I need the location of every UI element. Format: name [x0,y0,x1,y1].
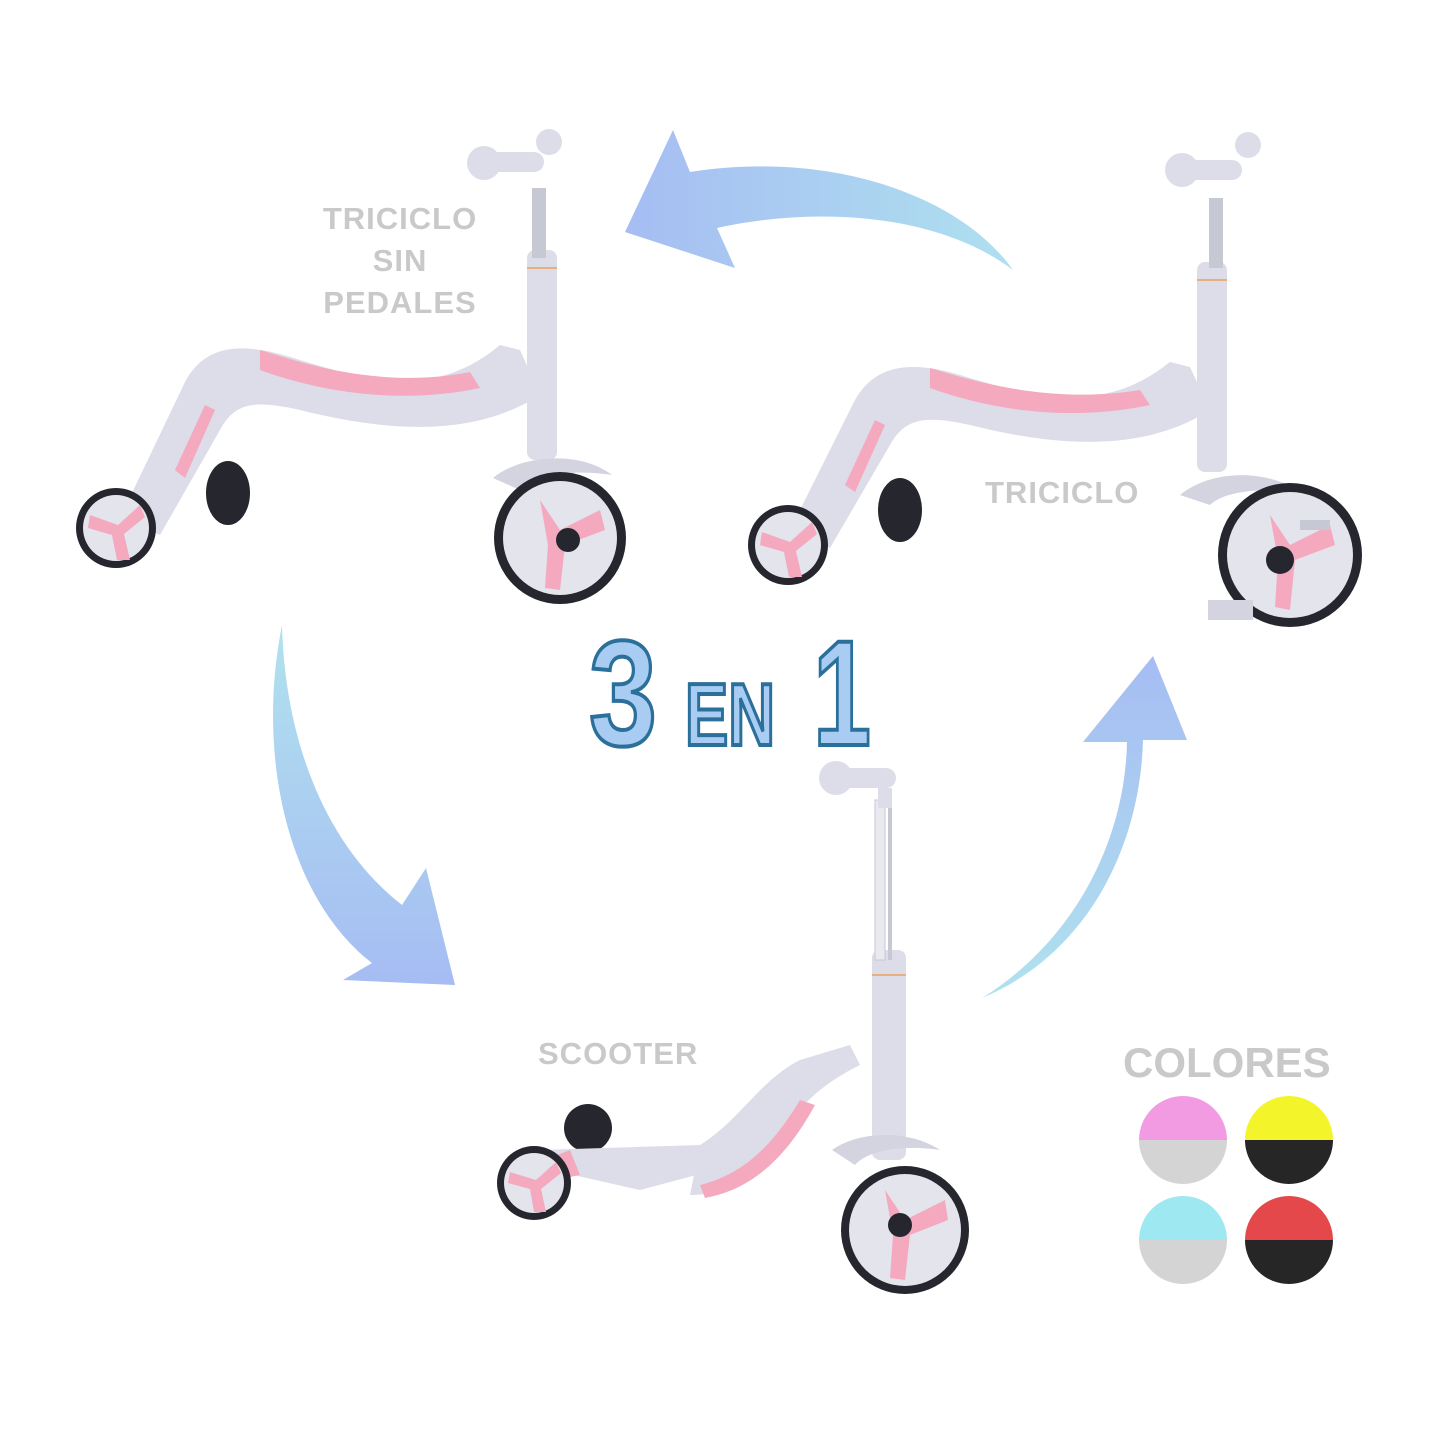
color-option-pink-gray[interactable] [1139,1096,1227,1184]
colors-title: COLORES [1123,1039,1331,1086]
headline-word: EN [685,665,775,752]
headline-3-en-1: 3 EN 1 [587,632,873,752]
label-scooter: SCOOTER [538,1036,699,1071]
label-line-1: TRICICLO [322,201,478,236]
headline-number-left: 3 [589,632,657,752]
scooter-triciclo-sin-pedales [76,129,626,604]
label-line-3: PEDALES [323,285,477,320]
color-option-yellow-black[interactable] [1245,1096,1333,1184]
arrow-left-icon [625,130,1013,270]
scooter-triciclo [748,132,1362,627]
arrow-down-right-icon [273,625,455,985]
scooter-mode [497,761,969,1294]
color-option-red-black[interactable] [1245,1196,1333,1284]
label-triciclo-sin-pedales: TRICICLO SIN PEDALES [300,203,500,329]
color-option-cyan-gray[interactable] [1139,1196,1227,1284]
label-line-2: SIN [372,243,428,278]
label-triciclo: TRICICLO [985,475,1140,510]
headline-number-right: 1 [813,632,871,752]
arrow-up-icon [982,656,1187,998]
